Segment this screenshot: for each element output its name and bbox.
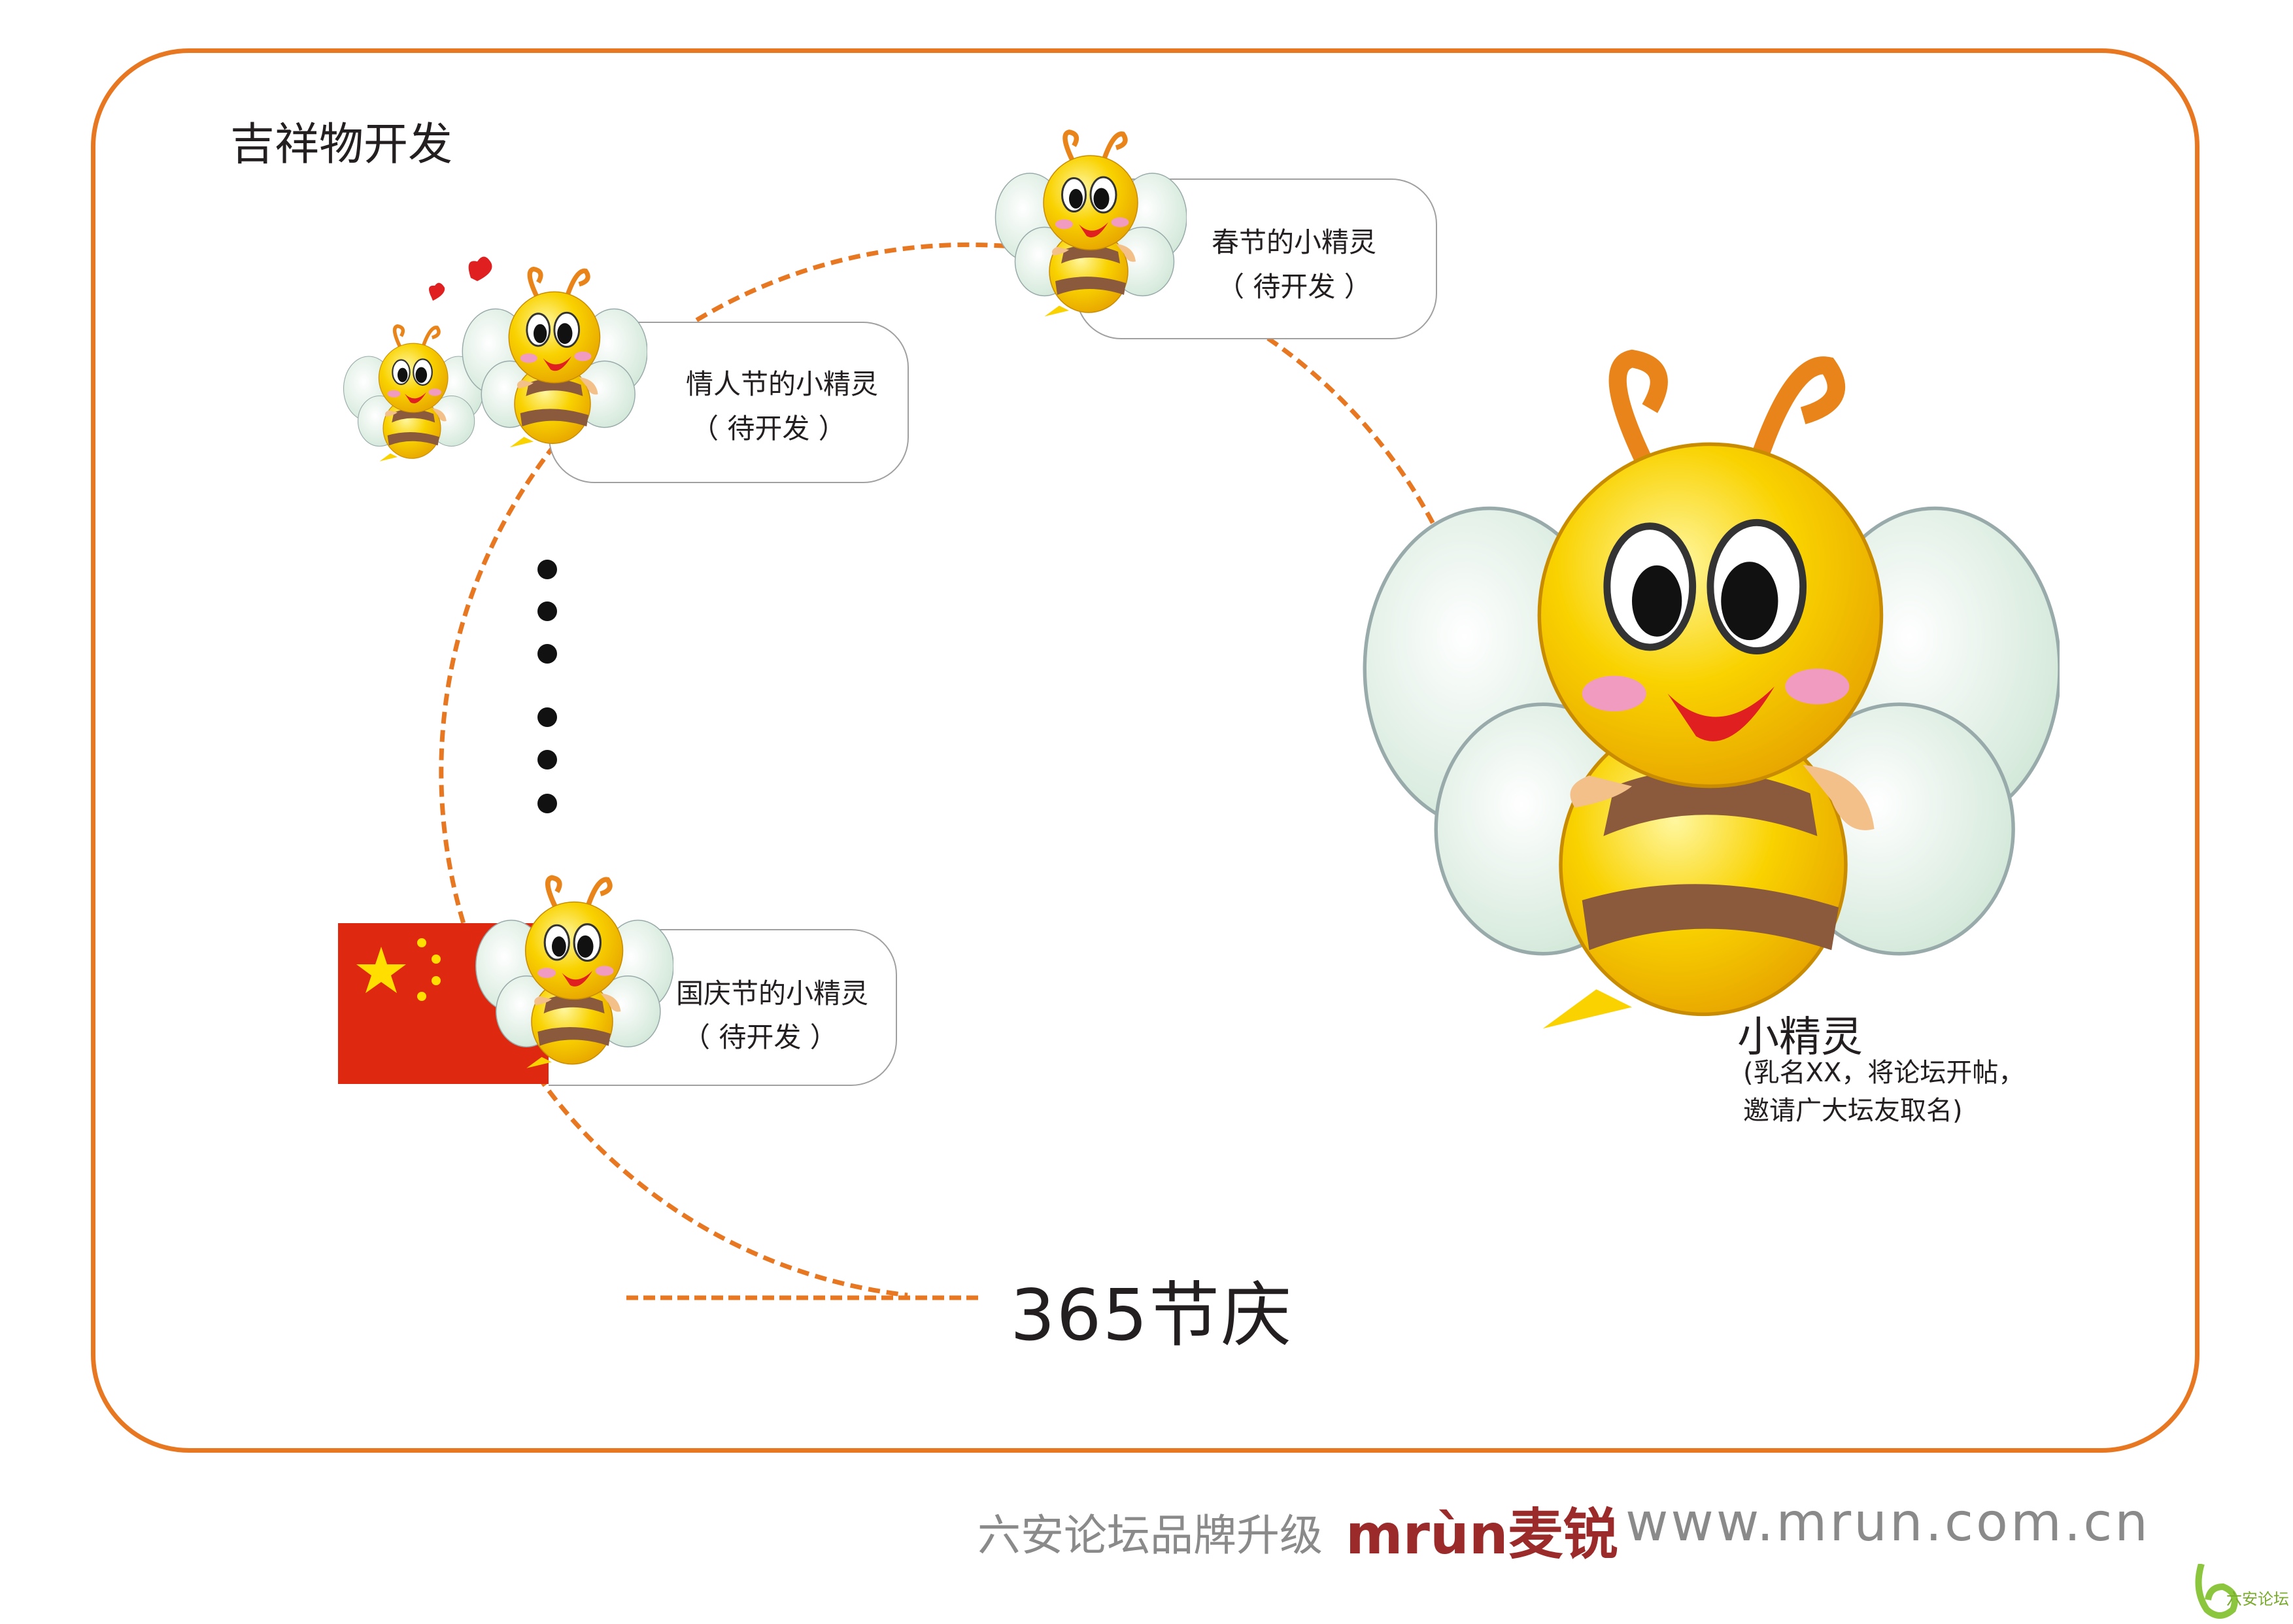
dot bbox=[537, 750, 557, 770]
dot bbox=[537, 794, 557, 813]
content-frame bbox=[91, 48, 2200, 1453]
dot bbox=[537, 707, 557, 727]
bee-mascot-icon bbox=[471, 870, 673, 1072]
dot bbox=[537, 644, 557, 664]
bee-mascot-main bbox=[1347, 314, 2060, 1059]
dot bbox=[537, 560, 557, 579]
mascot-name: 小精灵 bbox=[1737, 1013, 1863, 1062]
card-title: 春节的小精灵 bbox=[1212, 226, 1377, 258]
heart-icon bbox=[429, 256, 492, 301]
card-status: （ 待开发 ） bbox=[1217, 271, 1372, 303]
mascot-desc-line: 邀请广大坛友取名) bbox=[1743, 1096, 1963, 1126]
card-status: （ 待开发 ） bbox=[683, 1021, 838, 1053]
card-title: 国庆节的小精灵 bbox=[676, 977, 869, 1009]
mascot-desc-line: (乳名XX，将论坛开帖， bbox=[1743, 1058, 2025, 1088]
brand-logo: mrùn麦锐 bbox=[1346, 1502, 1618, 1566]
corner-logo-text: 六安论坛 bbox=[2226, 1590, 2289, 1608]
page-title: 吉祥物开发 bbox=[230, 119, 453, 171]
footer-slogan: 六安论坛品牌升级 bbox=[977, 1510, 1323, 1561]
dot bbox=[537, 601, 557, 621]
footer-url: www.mrun.com.cn bbox=[1625, 1492, 2151, 1553]
mascot-description: (乳名XX，将论坛开帖， 邀请广大坛友取名) bbox=[1743, 1054, 2024, 1130]
card-title: 情人节的小精灵 bbox=[686, 368, 879, 400]
bee-mascot-icon bbox=[991, 124, 1187, 320]
card-status: （ 待开发 ） bbox=[691, 413, 846, 445]
corner-logo: 六安论坛 bbox=[2194, 1563, 2293, 1621]
festival-label: 365节庆 bbox=[1010, 1275, 1293, 1357]
